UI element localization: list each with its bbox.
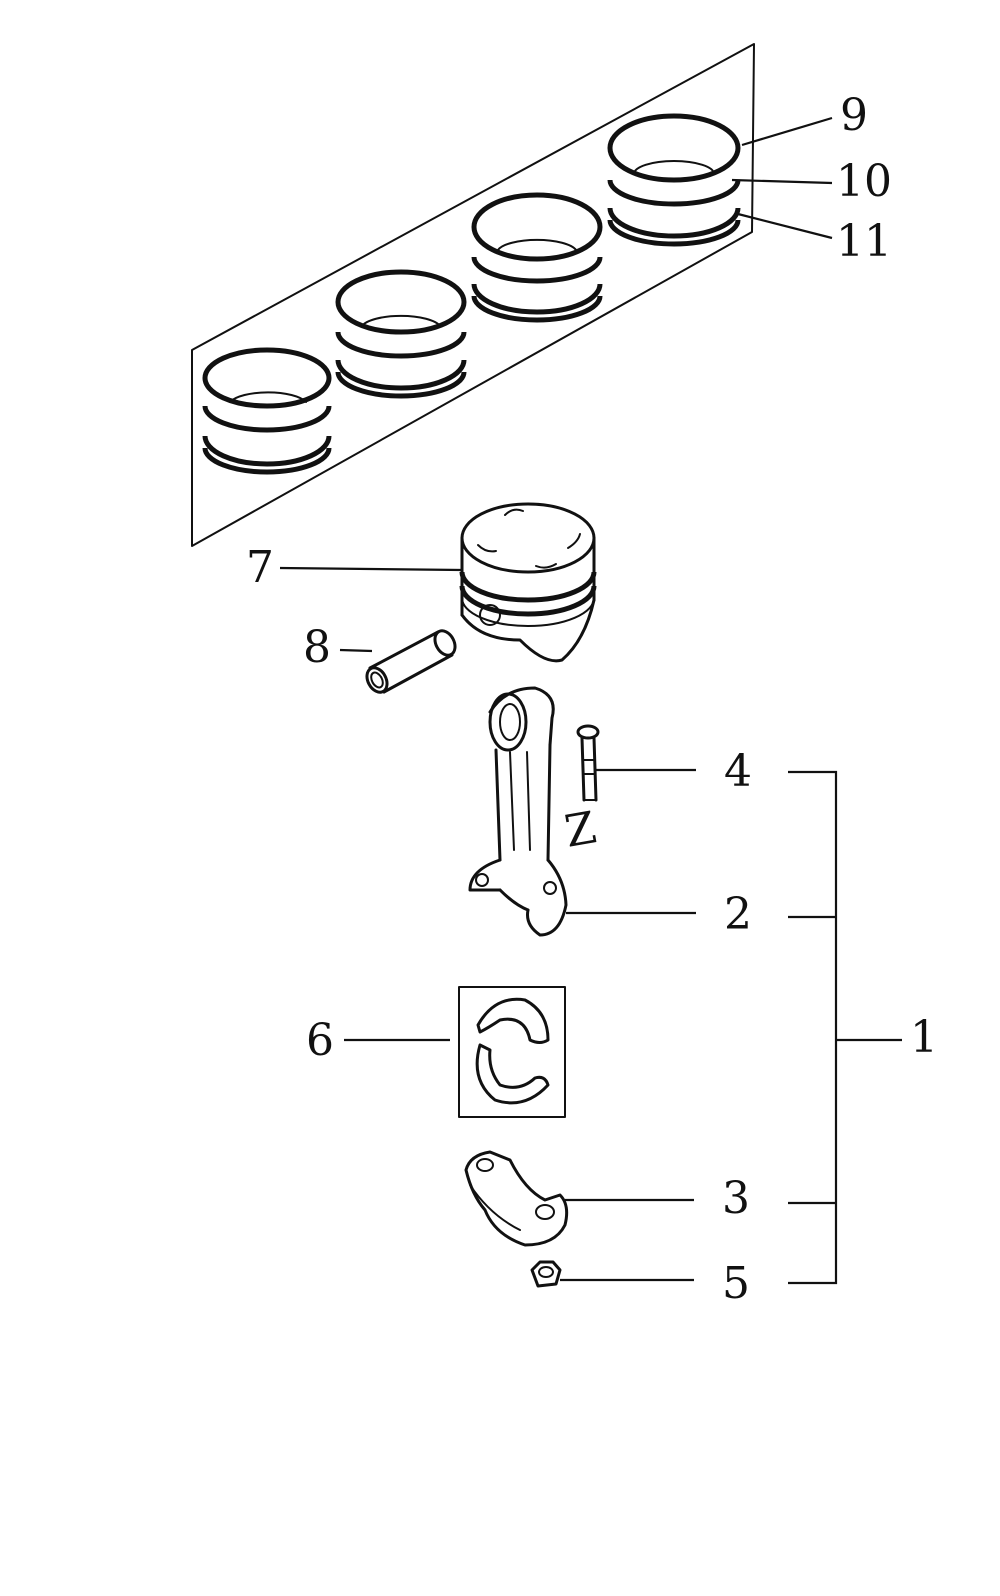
callout-4: 4	[724, 746, 752, 797]
piston-ring-set-panel	[191, 43, 755, 547]
bearing-shells-frame	[458, 986, 566, 1118]
callout-9: 9	[840, 90, 868, 141]
piston-pin	[365, 629, 457, 694]
callout-2: 2	[724, 889, 752, 940]
callout-3: 3	[722, 1173, 750, 1224]
leader-10	[731, 178, 833, 185]
ring-stack-1	[202, 347, 332, 475]
ring-set-frame	[191, 43, 755, 547]
leader-9	[741, 116, 833, 147]
rod-cap	[464, 1150, 569, 1247]
callout-5: 5	[722, 1258, 750, 1309]
leader-11	[737, 212, 833, 240]
bearing-shells	[458, 986, 566, 1118]
callout-6: 6	[306, 1015, 334, 1066]
rod-bolt	[576, 724, 600, 802]
assembly-bracket	[788, 770, 902, 1285]
leader-lines	[279, 116, 902, 1285]
ring-stack-2	[335, 269, 467, 399]
ring-stack-4	[607, 113, 741, 247]
callout-11: 11	[836, 216, 892, 267]
leader-8	[339, 648, 373, 653]
callout-10: 10	[836, 156, 892, 207]
ring-stack-3	[471, 192, 603, 323]
connecting-rod: Z	[468, 686, 600, 937]
rod-mark-letter: Z	[561, 802, 600, 858]
callout-1: 1	[910, 1012, 938, 1063]
piston	[459, 502, 597, 663]
callout-numbers: 9 10 11 7 8 4 2 6 1 3 5	[246, 90, 938, 1309]
callout-8: 8	[303, 622, 331, 673]
callout-7: 7	[246, 542, 274, 593]
rod-nut	[530, 1260, 562, 1288]
leader-7	[279, 566, 463, 572]
